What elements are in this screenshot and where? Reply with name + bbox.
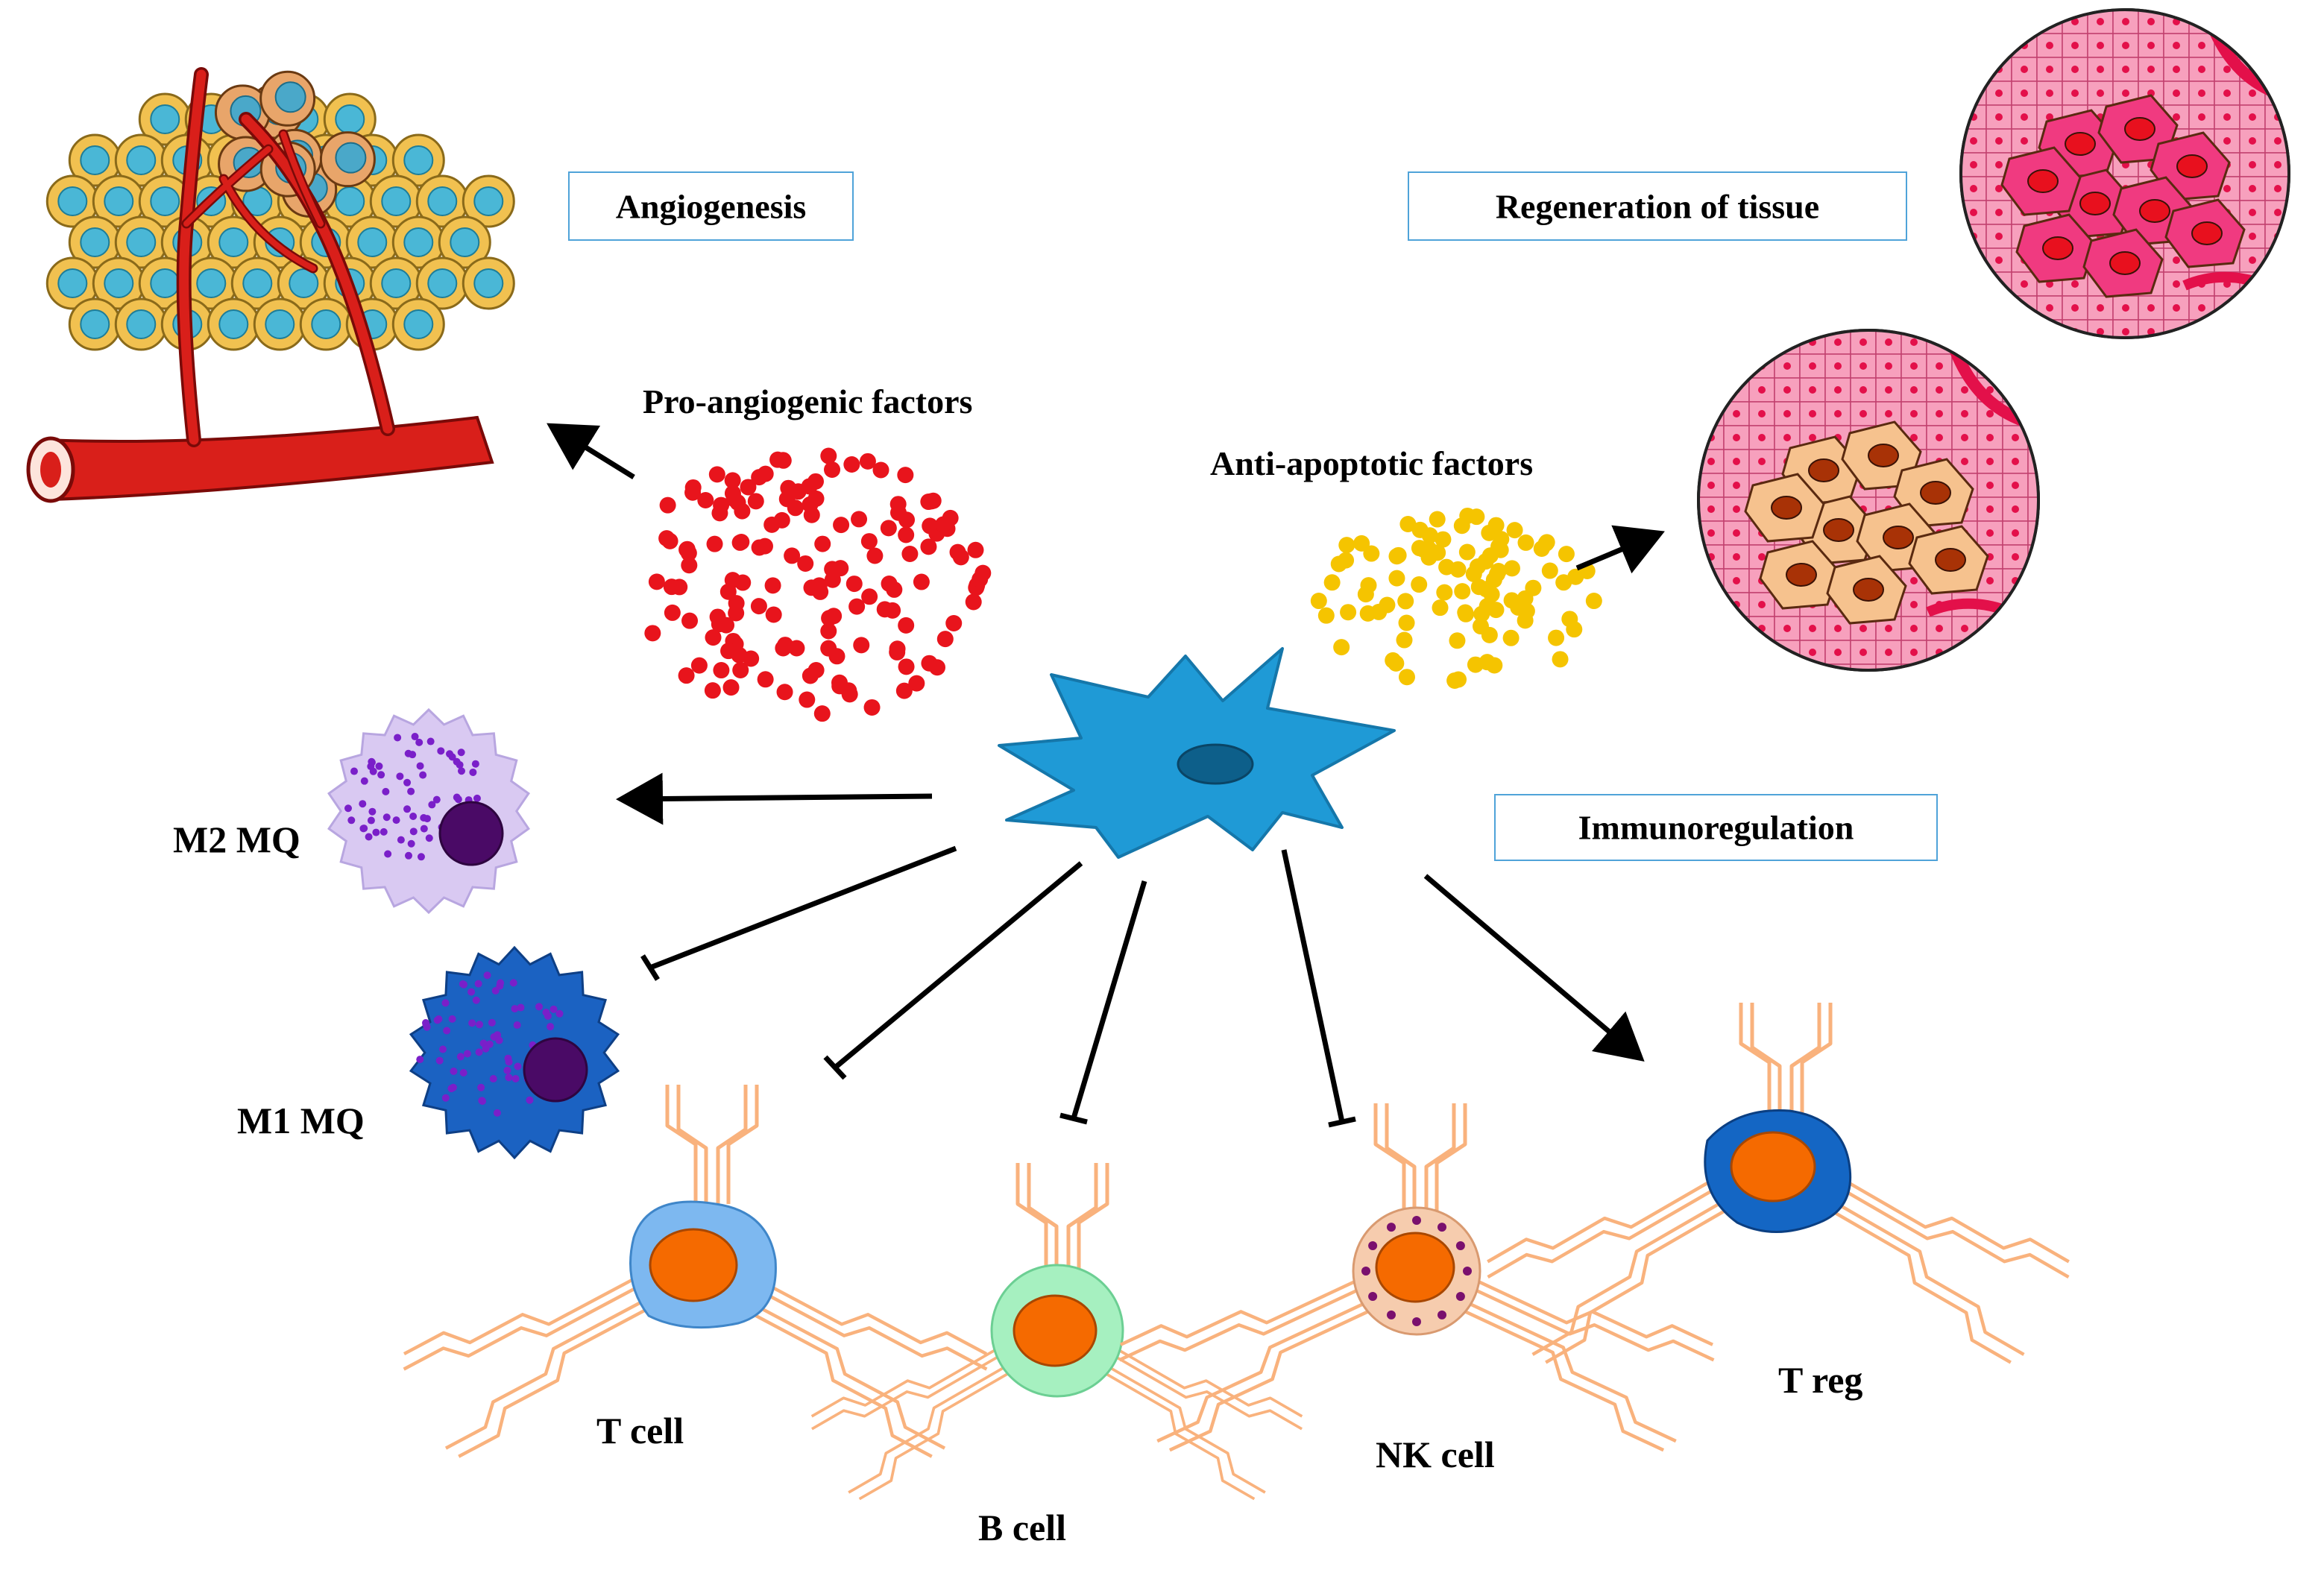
regeneration-label-box: Regeneration of tissue [1408,171,1907,241]
arrow-to-angiogenesis [547,423,635,479]
immunoregulation-label: Immunoregulation [1578,808,1854,847]
t-cell-label: T cell [596,1410,684,1451]
regeneration-label: Regeneration of tissue [1495,187,1820,225]
anti-apoptotic-factors-label: Anti-apoptotic factors [1210,444,1534,482]
inhibit-b-cell [1071,880,1147,1120]
m1-macrophage-label: M1 MQ [237,1100,365,1141]
pro-angiogenic-factors-label: Pro-angiogenic factors [643,382,973,420]
m2-macrophage-label: M2 MQ [173,819,300,860]
m1-macrophage [409,945,620,1160]
m2-macrophage [327,707,530,915]
inhibit-m1 [649,845,957,971]
inhibit-b-cell-bar [1059,1112,1088,1125]
t-cell [397,1085,993,1460]
t-reg-label: T reg [1778,1359,1863,1401]
inhibit-t-cell-bar [823,1055,847,1080]
healthy-tissue-circle [1959,8,2290,339]
anti-apoptotic-factor-dots [1310,507,1602,689]
angiogenesis-label: Angiogenesis [615,187,807,225]
b-cell [804,1163,1309,1504]
arrow-to-m2 [616,772,933,825]
inhibit-nk-cell [1281,849,1345,1123]
immunoregulation-label-box: Immunoregulation [1494,794,1938,861]
damaged-tissue-circle [1697,329,2040,672]
inhibit-nk-cell-bar [1328,1116,1356,1128]
inhibit-t-cell [833,861,1083,1070]
tumor-angiogenesis-illustration [26,67,515,503]
arrow-to-treg [1423,874,1645,1062]
b-cell-label: B cell [978,1507,1067,1548]
inhibit-m1-bar [640,954,660,981]
arrow-to-tissue [1575,525,1665,574]
nk-cell [1114,1103,1719,1453]
mesenchymal-stem-cell [998,647,1396,859]
t-reg-cell [1481,1003,2076,1366]
angiogenesis-label-box: Angiogenesis [568,171,854,241]
effect-arrows [547,423,1665,1128]
nk-cell-label: NK cell [1376,1434,1495,1475]
pro-angiogenic-factor-dots [644,447,992,722]
